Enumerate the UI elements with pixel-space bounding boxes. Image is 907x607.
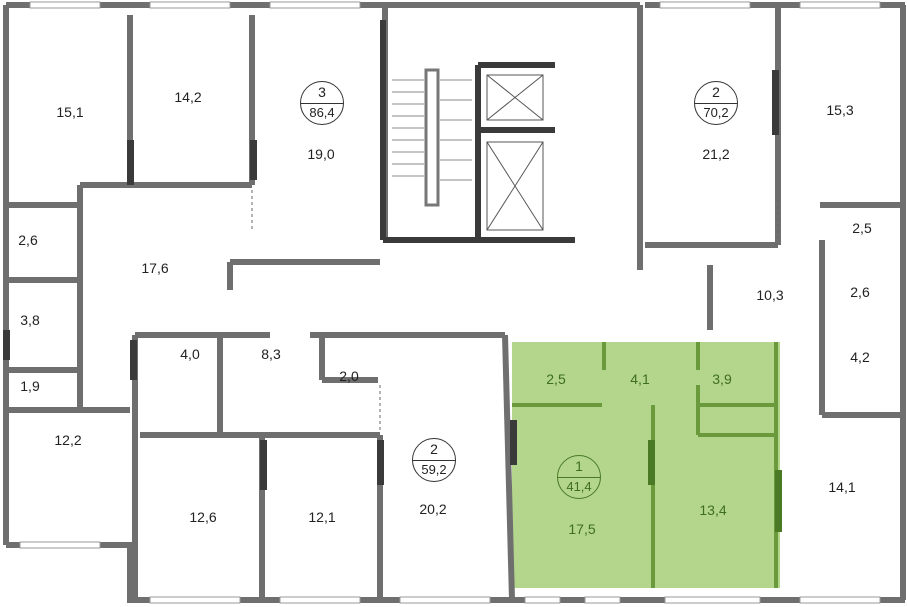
apartment-1-walls [512,342,778,588]
room-area: 12,2 [54,432,82,448]
room-area: 14,1 [828,479,856,495]
room-area: 12,1 [308,509,336,525]
room-area: 17,6 [141,260,169,276]
room-area: 4,1 [630,371,650,387]
room-area: 1,9 [20,378,40,394]
apartment-number: 2 [712,84,720,100]
room-area: 2,5 [852,220,872,236]
room-area: 17,5 [568,521,596,537]
room-area: 15,1 [56,104,84,120]
apartment-area: 41,4 [566,479,592,494]
room-area: 15,3 [826,102,854,118]
room-area: 4,0 [180,346,200,362]
structural-columns [3,70,779,490]
apartment-area: 59,2 [421,462,447,477]
room-area: 12,6 [189,509,217,525]
room-area: 13,4 [699,502,727,518]
room-area: 21,2 [702,146,730,162]
room-area: 2,6 [850,284,870,300]
apartment-area: 86,4 [309,105,335,120]
room-area: 4,2 [850,349,870,365]
windows [19,1,881,604]
room-area: 10,3 [756,287,784,303]
apartment-number: 1 [575,458,583,474]
stair-steps [392,79,472,181]
room-area: 20,2 [419,501,447,517]
elevator-icons [424,68,544,231]
room-area: 8,3 [261,346,281,362]
apartment-number: 3 [318,84,326,100]
elevator-core [380,20,575,243]
room-area: 3,9 [712,371,732,387]
zone-dividers [251,190,779,430]
room-area: 2,6 [18,232,38,248]
room-area: 3,8 [20,312,40,328]
apartment-number: 2 [430,441,438,457]
room-area: 14,2 [174,89,202,105]
room-area: 2,5 [546,371,566,387]
apartment-area: 70,2 [703,105,729,120]
room-area: 2,0 [339,368,359,384]
room-area: 19,0 [307,146,335,162]
